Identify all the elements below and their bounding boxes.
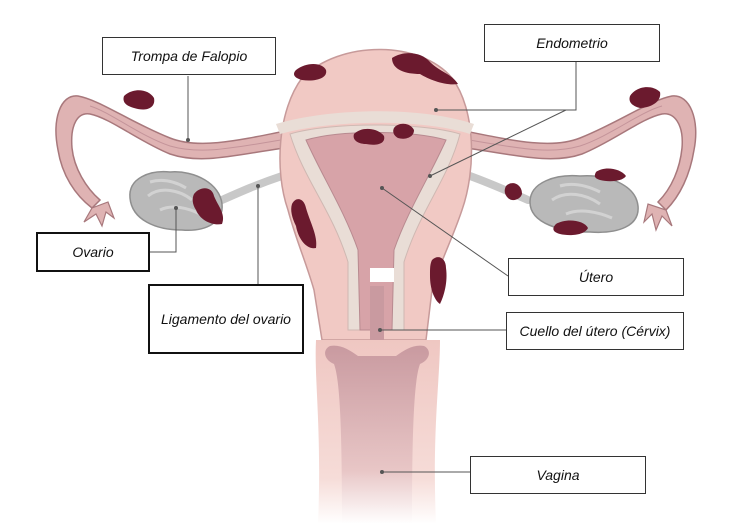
lesion-2 bbox=[392, 53, 458, 85]
endometriosis-lesions bbox=[123, 53, 661, 304]
leader-uterus bbox=[381, 187, 509, 277]
label-ovary: Ovario bbox=[36, 232, 150, 272]
left-ovarian-ligament bbox=[218, 172, 286, 204]
lesion-7 bbox=[192, 188, 224, 225]
lesion-6 bbox=[393, 123, 414, 139]
left-fimbriae bbox=[83, 201, 116, 228]
leader-lines bbox=[150, 60, 577, 473]
right-ovary-texture bbox=[551, 182, 613, 220]
left-ovary-texture bbox=[147, 178, 201, 216]
lesion-5 bbox=[353, 128, 385, 145]
endometrium-top-band bbox=[276, 111, 474, 134]
lesion-4 bbox=[629, 87, 661, 108]
lesion-11 bbox=[594, 168, 626, 182]
leader-dots bbox=[174, 108, 438, 474]
leader-ovary bbox=[150, 208, 177, 253]
right-ovary bbox=[529, 174, 639, 234]
lesion-10 bbox=[504, 183, 522, 201]
right-ovarian-ligament bbox=[466, 172, 532, 204]
label-ovarian-ligament: Ligamento del ovario bbox=[148, 284, 304, 354]
left-ovary bbox=[129, 170, 223, 231]
lesion-8 bbox=[291, 199, 317, 249]
right-fimbriae bbox=[642, 203, 673, 232]
leader-endometrium-1 bbox=[436, 60, 577, 111]
left-fallopian-tube bbox=[55, 95, 301, 228]
left-tube-lumen bbox=[89, 105, 301, 151]
right-fallopian-tube bbox=[449, 95, 697, 232]
leader-endometrium-2 bbox=[429, 109, 567, 177]
vagina-canal bbox=[325, 345, 429, 524]
lesion-12 bbox=[553, 220, 588, 236]
label-fallopian-tube: Trompa de Falopio bbox=[102, 37, 276, 75]
label-cervix: Cuello del útero (Cérvix) bbox=[506, 312, 684, 350]
lesion-3 bbox=[123, 90, 155, 110]
label-endometrium: Endometrio bbox=[484, 24, 660, 62]
lesion-9 bbox=[430, 257, 447, 304]
lesion-1 bbox=[294, 64, 327, 81]
cervical-canal bbox=[370, 286, 384, 348]
label-uterus: Útero bbox=[508, 258, 684, 296]
cervix-gap bbox=[370, 268, 394, 282]
uterine-cavity bbox=[305, 132, 447, 331]
label-vagina: Vagina bbox=[470, 456, 646, 494]
